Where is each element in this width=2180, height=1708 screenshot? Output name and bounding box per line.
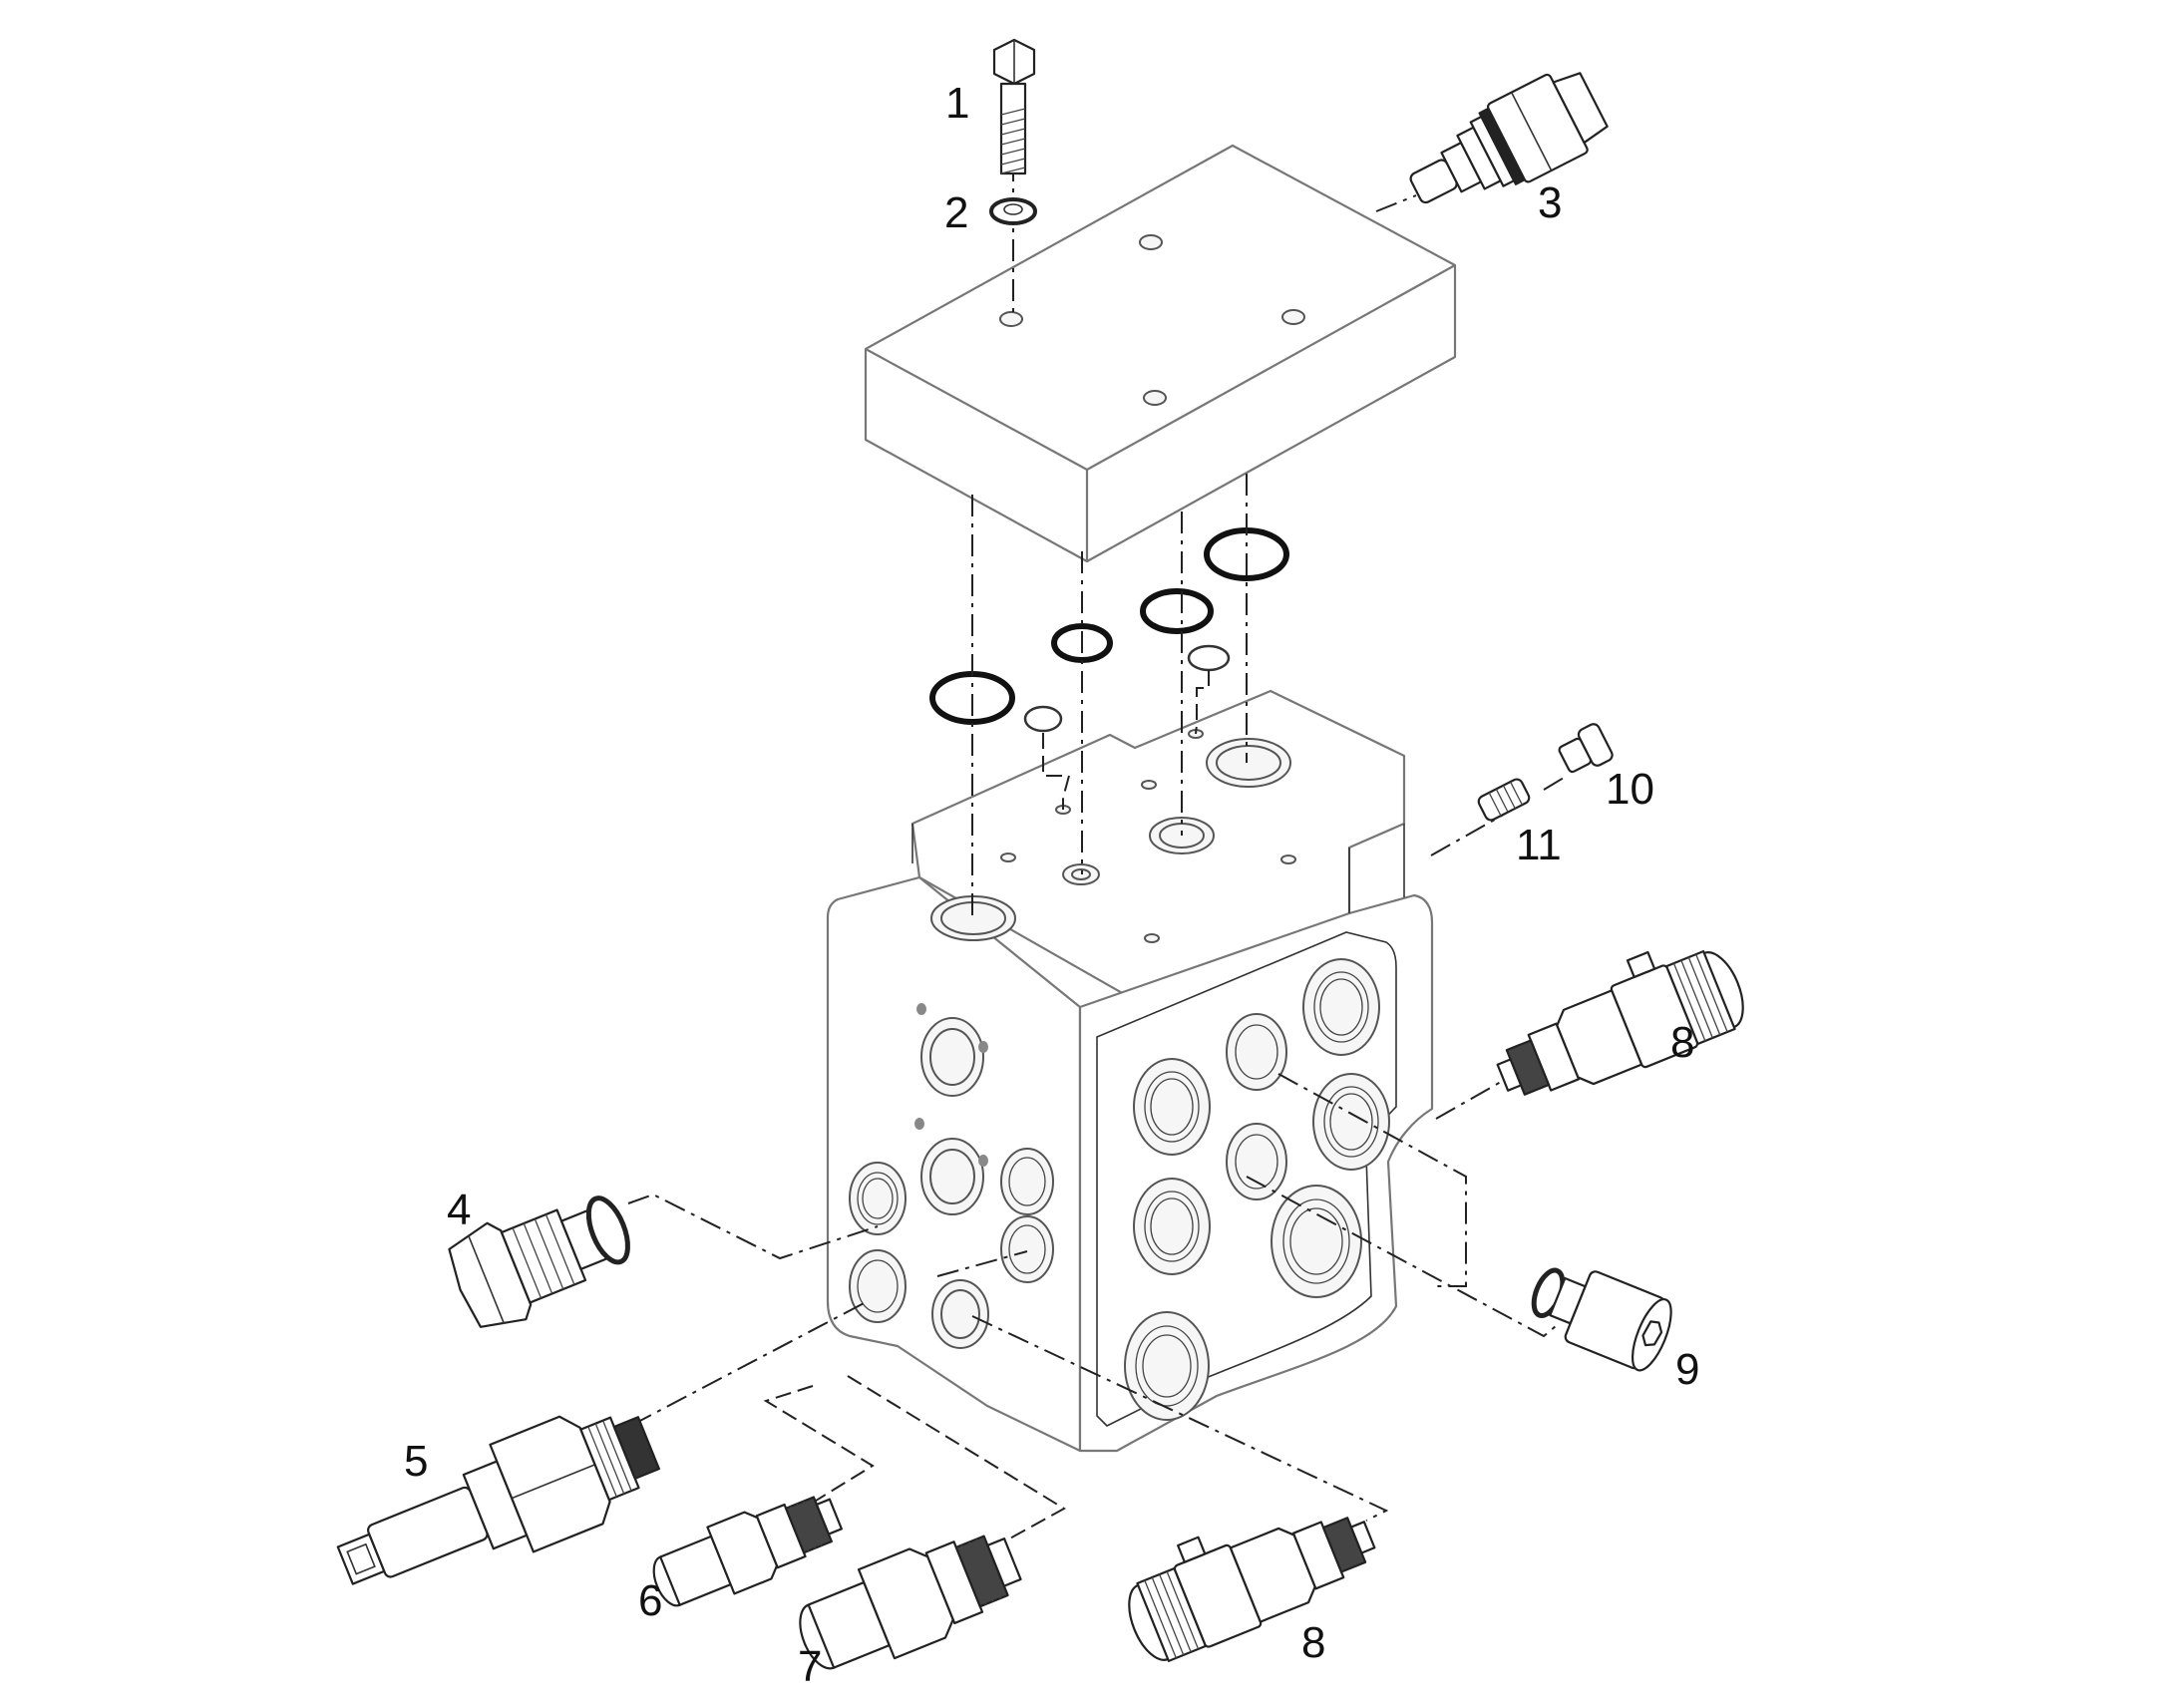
callout-8-bottom: 8 bbox=[1301, 1618, 1325, 1667]
callout-10: 10 bbox=[1606, 765, 1654, 814]
callout-3: 3 bbox=[1538, 178, 1562, 227]
cartridge-valve-icon bbox=[1409, 72, 1609, 204]
set-screw-icon bbox=[1477, 778, 1531, 822]
o-rings bbox=[929, 527, 1289, 733]
assembly-lines bbox=[595, 160, 1565, 1546]
callout-2: 2 bbox=[944, 188, 968, 237]
check-valve-icon bbox=[652, 1496, 843, 1607]
small-plug-icon bbox=[1558, 723, 1614, 774]
valve-block bbox=[826, 689, 1434, 1453]
callout-6: 6 bbox=[638, 1576, 662, 1625]
cover-plate bbox=[864, 144, 1457, 563]
callout-1: 1 bbox=[945, 79, 969, 128]
washer-icon bbox=[989, 197, 1037, 225]
bolt-icon bbox=[992, 38, 1036, 175]
callout-4: 4 bbox=[447, 1186, 471, 1234]
plug-icon bbox=[448, 1196, 630, 1328]
callout-5: 5 bbox=[404, 1437, 428, 1486]
callout-8-right: 8 bbox=[1670, 1018, 1694, 1067]
solenoid-cartridge-icon bbox=[1496, 950, 1744, 1096]
solenoid-valve-icon bbox=[336, 1415, 660, 1585]
hex-plug-icon bbox=[1531, 1267, 1672, 1372]
callout-7: 7 bbox=[798, 1642, 822, 1691]
solenoid-cartridge-icon bbox=[1128, 1517, 1376, 1662]
callout-11: 11 bbox=[1516, 821, 1562, 869]
callout-9: 9 bbox=[1675, 1345, 1699, 1394]
relief-valve-icon bbox=[799, 1535, 1022, 1670]
